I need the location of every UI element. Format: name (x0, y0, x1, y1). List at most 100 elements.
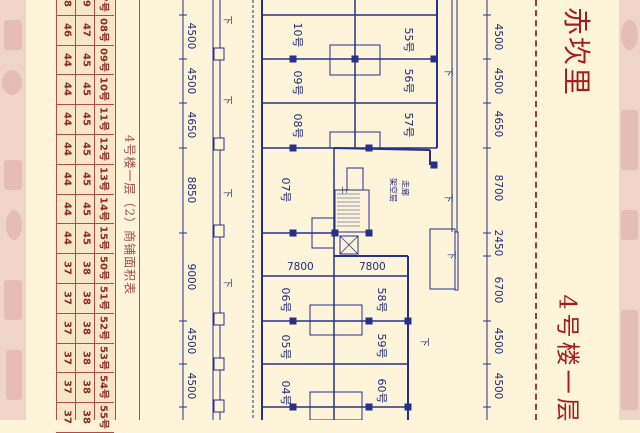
table-row-line (56, 253, 114, 255)
dimension-right: 2450 (492, 229, 504, 257)
table-cell-area: 45 (80, 171, 91, 186)
dimension-left: 4500 (185, 372, 197, 400)
table-cell-area: 45 (80, 231, 91, 246)
dimension-left: 4500 (185, 22, 197, 50)
table-cell-area: 38 (80, 320, 91, 335)
dimension-right: 6700 (492, 276, 504, 304)
table-cell-unit: 12号 (97, 136, 108, 161)
stair-down-mark: 下 (221, 278, 232, 288)
toilet-block (329, 131, 381, 149)
toilet-block (309, 391, 363, 420)
table-row-line (56, 283, 114, 284)
structural-column (404, 317, 412, 325)
table-cell-area: 37 (61, 320, 72, 335)
table-cell-area: 45 (80, 201, 91, 216)
table-cell-area: 37 (61, 261, 72, 276)
stair-down-mark: 下 (221, 188, 232, 198)
stair-down-mark: 下 (418, 337, 429, 347)
table-cell-area: 38 (80, 380, 91, 395)
unit-label: 08号 (291, 113, 304, 139)
structural-column (331, 229, 339, 237)
structural-column (289, 144, 297, 152)
structural-column (289, 317, 297, 325)
unit-label: 57号 (402, 112, 415, 138)
dimension-right: 4500 (492, 372, 504, 400)
table-row-line (56, 104, 114, 106)
stair-up-mark: 上 (340, 186, 350, 194)
project-title: 赤坎里 (560, 6, 593, 98)
balcony-bump (213, 137, 225, 151)
structural-column (289, 229, 297, 237)
stair-down-mark: 下 (442, 67, 453, 77)
annex-wall (454, 231, 459, 291)
structural-column (289, 55, 297, 63)
unit-label: 59号 (375, 333, 388, 359)
table-cell-area: 45 (80, 52, 91, 67)
floor-title: 4号楼一层 (553, 294, 582, 426)
table-cell-unit: 14号 (97, 196, 108, 221)
stair-down-mark: 下 (445, 250, 456, 260)
decor-pattern (621, 310, 638, 410)
table-row-line (56, 14, 114, 16)
balcony-bump (213, 357, 225, 371)
table-cell-unit: 53号 (97, 345, 108, 370)
table-cell-area: 45 (80, 141, 91, 156)
unit-label: 09号 (291, 70, 304, 96)
decor-pattern (621, 110, 638, 170)
toilet-block (329, 44, 381, 76)
dimension-left: 4500 (185, 327, 197, 355)
structural-column (365, 144, 373, 152)
table-cell-unit: 11号 (97, 107, 108, 132)
overhead-label: 架空层 (388, 178, 398, 202)
table-cell-unit: 55号 (97, 405, 108, 430)
table-row-line (56, 193, 114, 195)
decor-pattern (2, 70, 22, 95)
table-cell-area: 45 (80, 112, 91, 127)
table-cell-unit: 51号 (97, 285, 108, 310)
toilet-block (309, 304, 363, 336)
table-cell-area: 44 (61, 231, 72, 246)
table-cell-area: 37 (61, 350, 72, 365)
table-cell-area: 38 (80, 410, 91, 425)
corridor-label: 走廊 (400, 180, 410, 196)
table-title: 4号楼一层（2）商铺面积表 (122, 134, 137, 296)
table-column-line (94, 0, 95, 420)
decorative-border-right (619, 0, 640, 420)
structural-column (430, 55, 438, 63)
dimension-right: 4500 (492, 67, 504, 95)
balcony-bump (213, 312, 225, 326)
table-cell-area: 47 (80, 22, 91, 37)
unit-label: 07号 (279, 177, 292, 203)
unit-label: 60号 (375, 378, 388, 404)
balcony-bump (213, 224, 225, 238)
table-cell-area: 45 (80, 82, 91, 97)
table-cell-area: 44 (61, 112, 72, 127)
table-cell-area: 44 (61, 201, 72, 216)
dimension-right: 8700 (492, 174, 504, 202)
stair-down-mark: 下 (442, 193, 453, 203)
table-cell-area: 44 (61, 141, 72, 156)
table-cell-area: 38 (80, 350, 91, 365)
table-cell-area: 38 (80, 290, 91, 305)
structural-column (289, 403, 297, 411)
decorative-border-left (0, 0, 26, 420)
table-cell-area: 44 (61, 171, 72, 186)
structural-column (351, 55, 359, 63)
table-row-line (56, 402, 114, 404)
table-row-line (56, 312, 114, 314)
table-cell-unit: 07号 (97, 0, 112, 12)
table-row-line (56, 134, 114, 135)
table-cell-unit: 50号 (97, 256, 108, 281)
dimension-left: 9000 (185, 263, 197, 291)
dashed-divider (535, 0, 537, 420)
unit-label: 10号 (291, 22, 304, 48)
balcony-bump (213, 47, 225, 61)
dimension-right: 4650 (492, 110, 504, 138)
stair-down-mark: 下 (221, 15, 232, 25)
table-cell-area: 37 (61, 290, 72, 305)
table-row-line (56, 44, 114, 46)
table-cell-area: 44 (61, 82, 72, 97)
table-row-line (56, 342, 114, 344)
decor-pattern (6, 210, 22, 240)
structural-column (365, 403, 373, 411)
